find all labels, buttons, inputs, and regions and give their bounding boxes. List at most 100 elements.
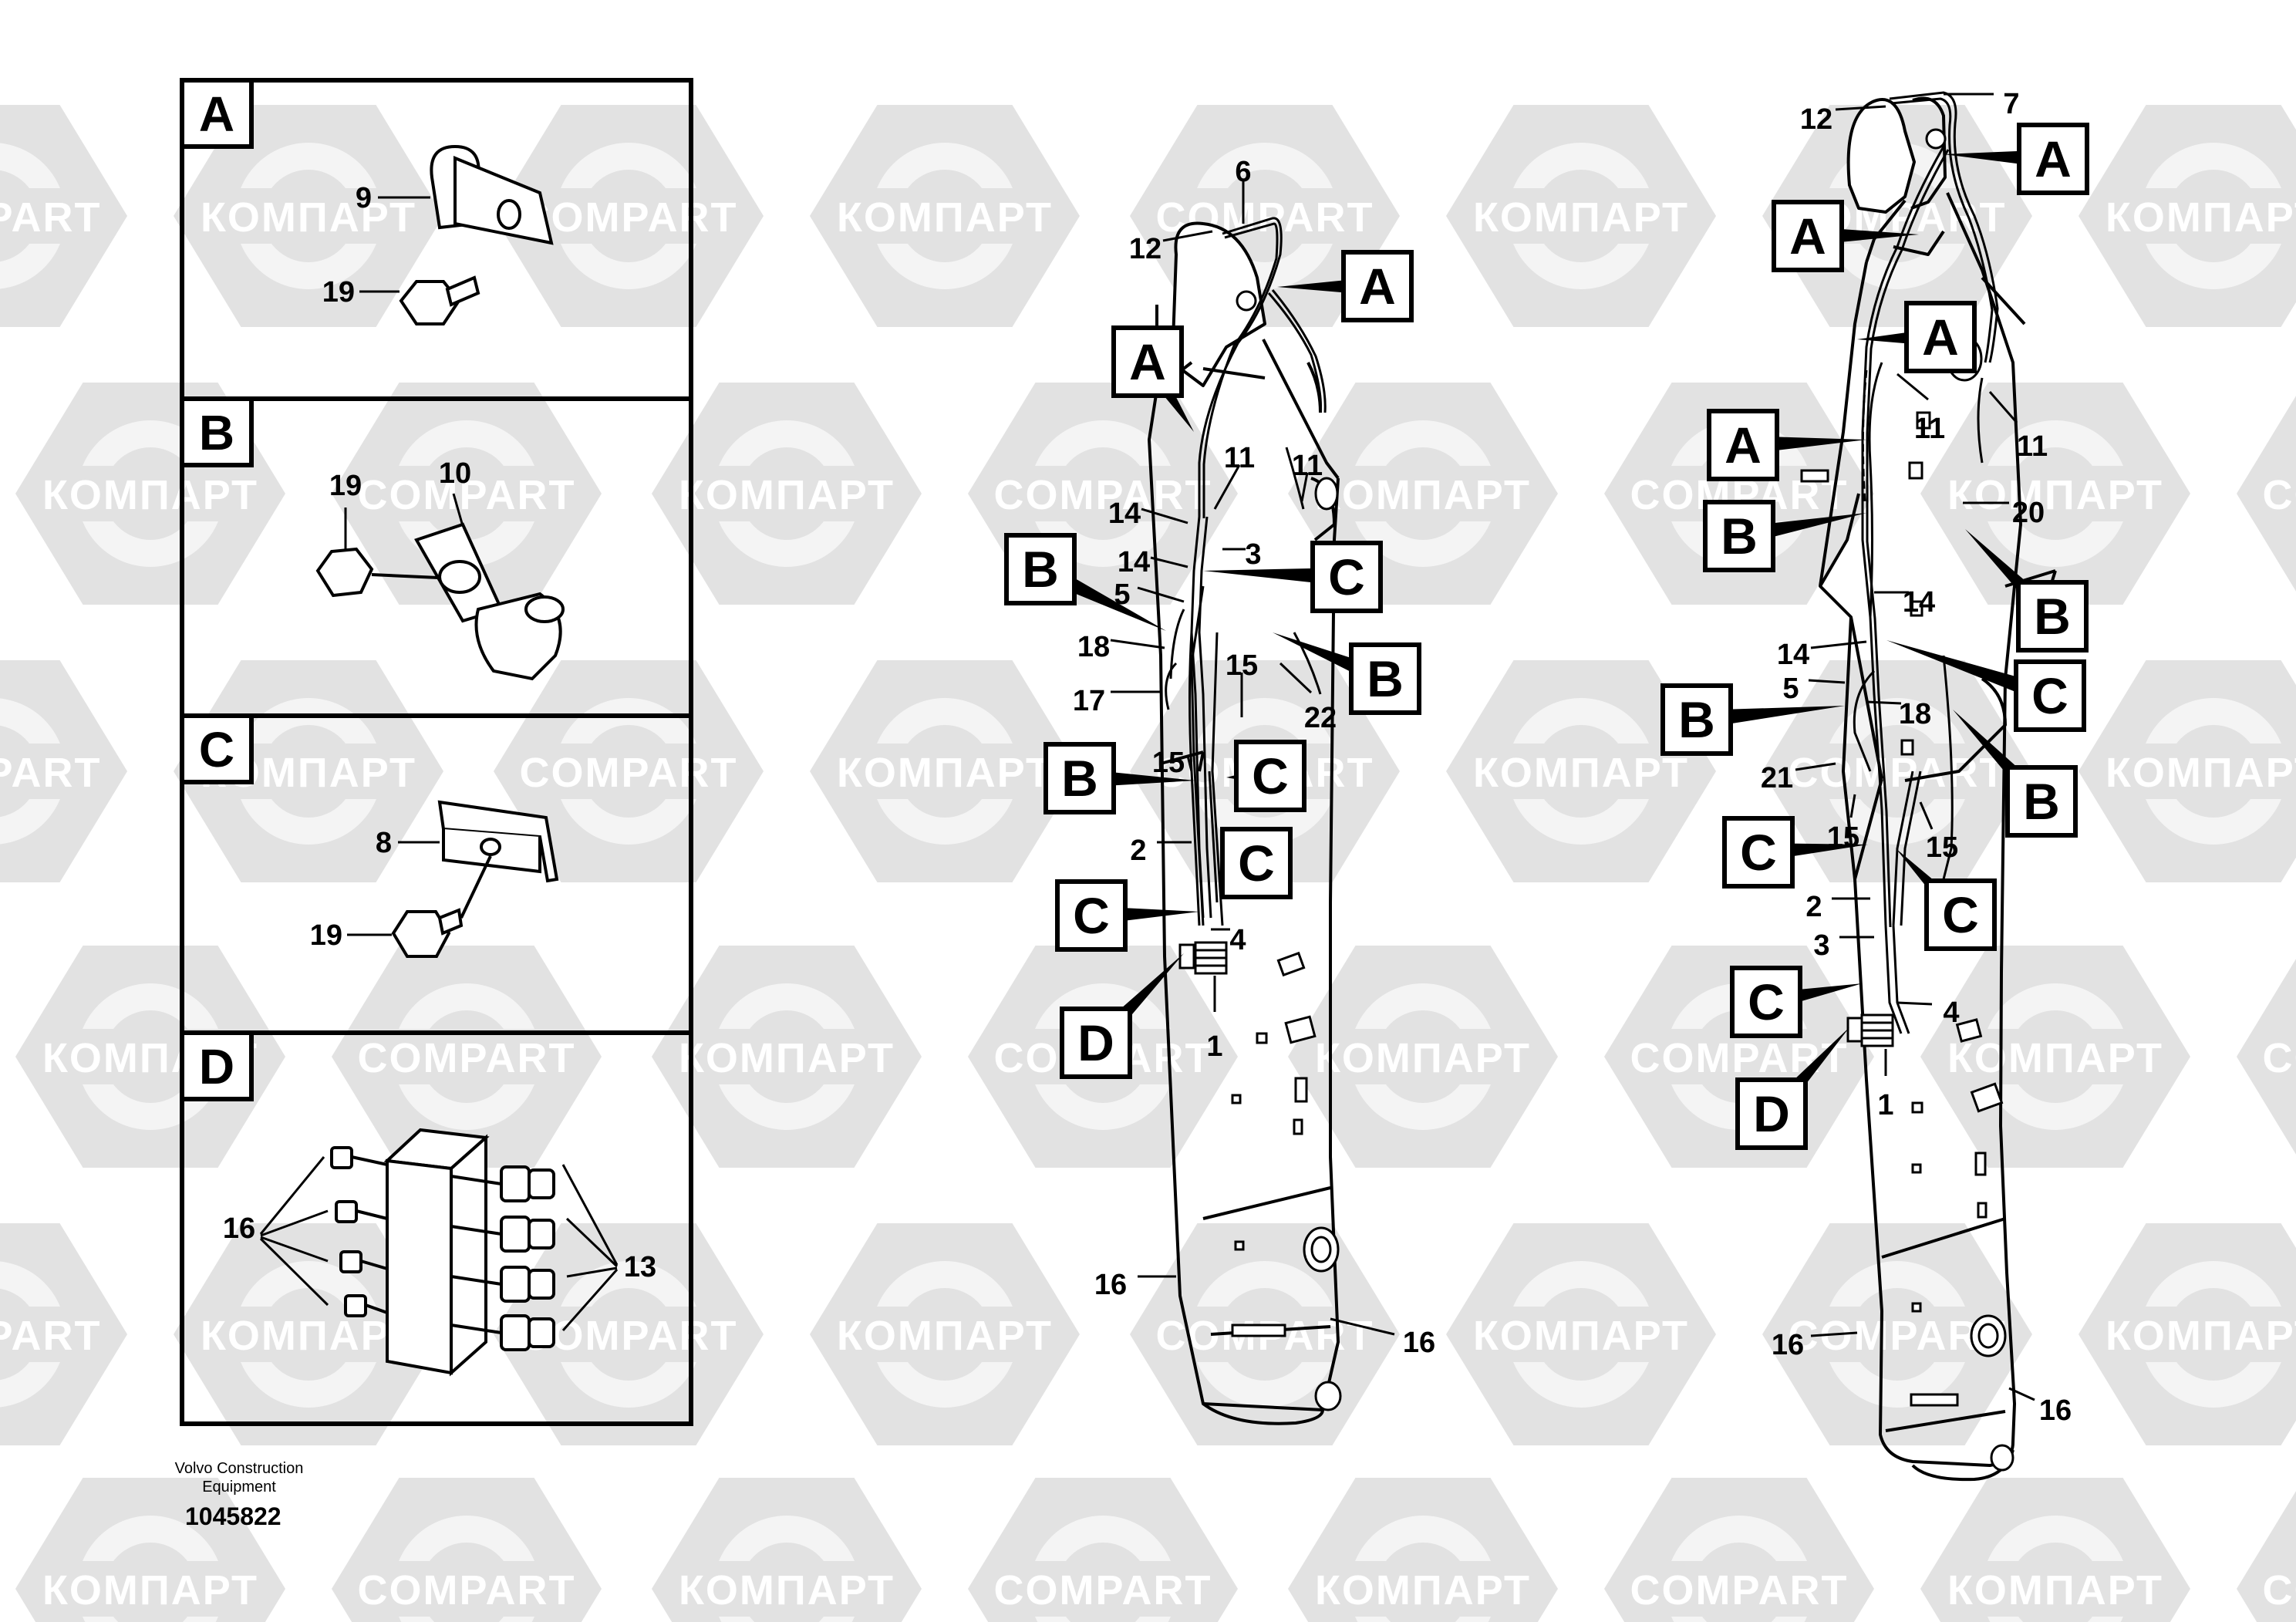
watermark-text: КОМПАРТ [837,1313,1053,1359]
part-number: 12 [1800,103,1832,136]
part-number: 15 [1926,831,1958,864]
callout-box [2017,123,2089,195]
callout-box [1220,827,1293,899]
callout-letter: C [1740,824,1777,881]
callout-letter: C [1252,747,1289,804]
callout-letter: D [1077,1014,1114,1071]
detail-panel-d: D 16 13 [180,1030,656,1377]
watermark-text: КОМПАРТ [1315,472,1531,518]
part-label-5: 5 [1782,673,1846,705]
callout-c: C [1722,816,1868,889]
drawing-number: 1045822 [185,1502,282,1530]
callout-b: B [1703,500,1866,572]
callout-box [1349,642,1421,715]
part-leader [1162,230,1213,242]
part-leader [1110,639,1165,649]
watermark-text: COMPART [2263,1567,2296,1614]
detail-panel-a: A 9 19 [180,78,554,325]
callout-box [1310,541,1383,613]
callout-b: B [1273,632,1421,715]
detail-panel-b: B 19 10 [180,396,565,681]
callout-box [2005,765,2078,838]
clamp-part-10 [414,522,565,681]
part-leader [1141,508,1188,524]
callout-a: A [1772,200,1919,272]
detail-panels: A 9 19 B [180,78,693,1426]
watermark-badge: КОМПАРТ [2079,105,2296,327]
watermark-text: COMPART [2263,1035,2296,1081]
watermark-badge: COMPART [2237,396,2296,592]
watermark-text: КОМПАРТ [201,194,416,241]
part-leader [1810,1331,1858,1337]
hose-nut-fitting [528,1269,555,1300]
watermark-badge: КОМПАРТ [1446,105,1716,327]
part-leader [1137,586,1185,603]
part-number: 16 [1094,1269,1127,1301]
part-number: 21 [1761,762,1793,794]
label-9: 9 [356,182,372,214]
watermark-text: COMPART [994,472,1212,518]
callout-letter: B [1022,541,1059,598]
watermark-text: COMPART [0,194,101,241]
part-number: 14 [1118,546,1150,578]
right-boom-view [1800,91,2057,1482]
part-label-14: 14 [1874,586,1935,619]
callout-letter: A [1789,207,1826,265]
plug-fitting [344,1294,367,1317]
watermark-badge: КОМПАРТ [810,1223,1080,1445]
watermark-text: КОМПАРТ [1947,1567,2163,1614]
watermark-badge: COMPART [2237,1491,2296,1622]
watermark-text: КОМПАРТ [1947,1035,2163,1081]
callout-b: B [1660,683,1845,756]
hose-nut-fitting [528,1317,555,1348]
watermark-badge: КОМПАРТ [1920,946,2190,1168]
callout-a: A [1944,123,2089,195]
watermark-text: КОМПАРТ [201,1313,416,1359]
callout-letter: B [2034,588,2071,645]
watermark-text: COMPART [358,1567,576,1614]
part-number: 15 [1226,649,1258,682]
callout-letter: D [1753,1085,1790,1142]
part-label-15: 15 [1226,649,1258,717]
callout-c: C [1055,879,1199,952]
callout-c: C [1226,740,1306,812]
part-number: 12 [1129,233,1161,265]
watermark-badge: КОМПАРТ [1288,1478,1558,1622]
part-leader [1330,1317,1395,1336]
watermark-text: COMPART [520,194,738,241]
part-label-18: 18 [1866,698,1931,730]
part-label-3: 3 [1813,929,1874,962]
part-label-5: 5 [1114,578,1185,611]
part-number: 18 [1899,698,1931,730]
watermark-badge: COMPART [1762,660,2032,882]
callout-c: C [1896,848,1997,951]
watermark-text: COMPART [2263,472,2296,518]
part-number: 1 [1206,1030,1222,1063]
part-number: 11 [2017,430,2048,463]
part-number: 18 [1077,631,1110,663]
callout-letter: A [1725,416,1762,474]
callout-d: D [1060,953,1184,1079]
part-number: 11 [1292,450,1323,482]
watermark-text: КОМПАРТ [1315,1567,1531,1614]
hose-nut-fitting [500,1314,531,1351]
part-label-6: 6 [1235,156,1252,224]
callout-b: B [1953,710,2078,838]
part-number: 4 [1229,924,1246,956]
part-number: 14 [1903,586,1935,619]
part-label-11: 11 [1213,442,1255,510]
watermark-text: КОМПАРТ [679,1035,895,1081]
watermark-badge: КОМПАРТ [810,105,1080,327]
part-number: 4 [1943,996,1959,1029]
part-leader [1213,464,1241,510]
callout-leader [1886,640,2053,705]
watermark-text: КОМПАРТ [679,472,895,518]
watermark-text: COMPART [1630,1035,1849,1081]
watermark-text: КОМПАРТ [1473,750,1689,796]
part-label-16: 16 [1094,1269,1176,1301]
part-number: 7 [2003,88,2019,120]
part-label-4: 4 [1896,996,1960,1029]
callout-letter: B [1367,650,1404,707]
part-leader [1808,679,1846,684]
part-label-4: 4 [1211,924,1246,956]
